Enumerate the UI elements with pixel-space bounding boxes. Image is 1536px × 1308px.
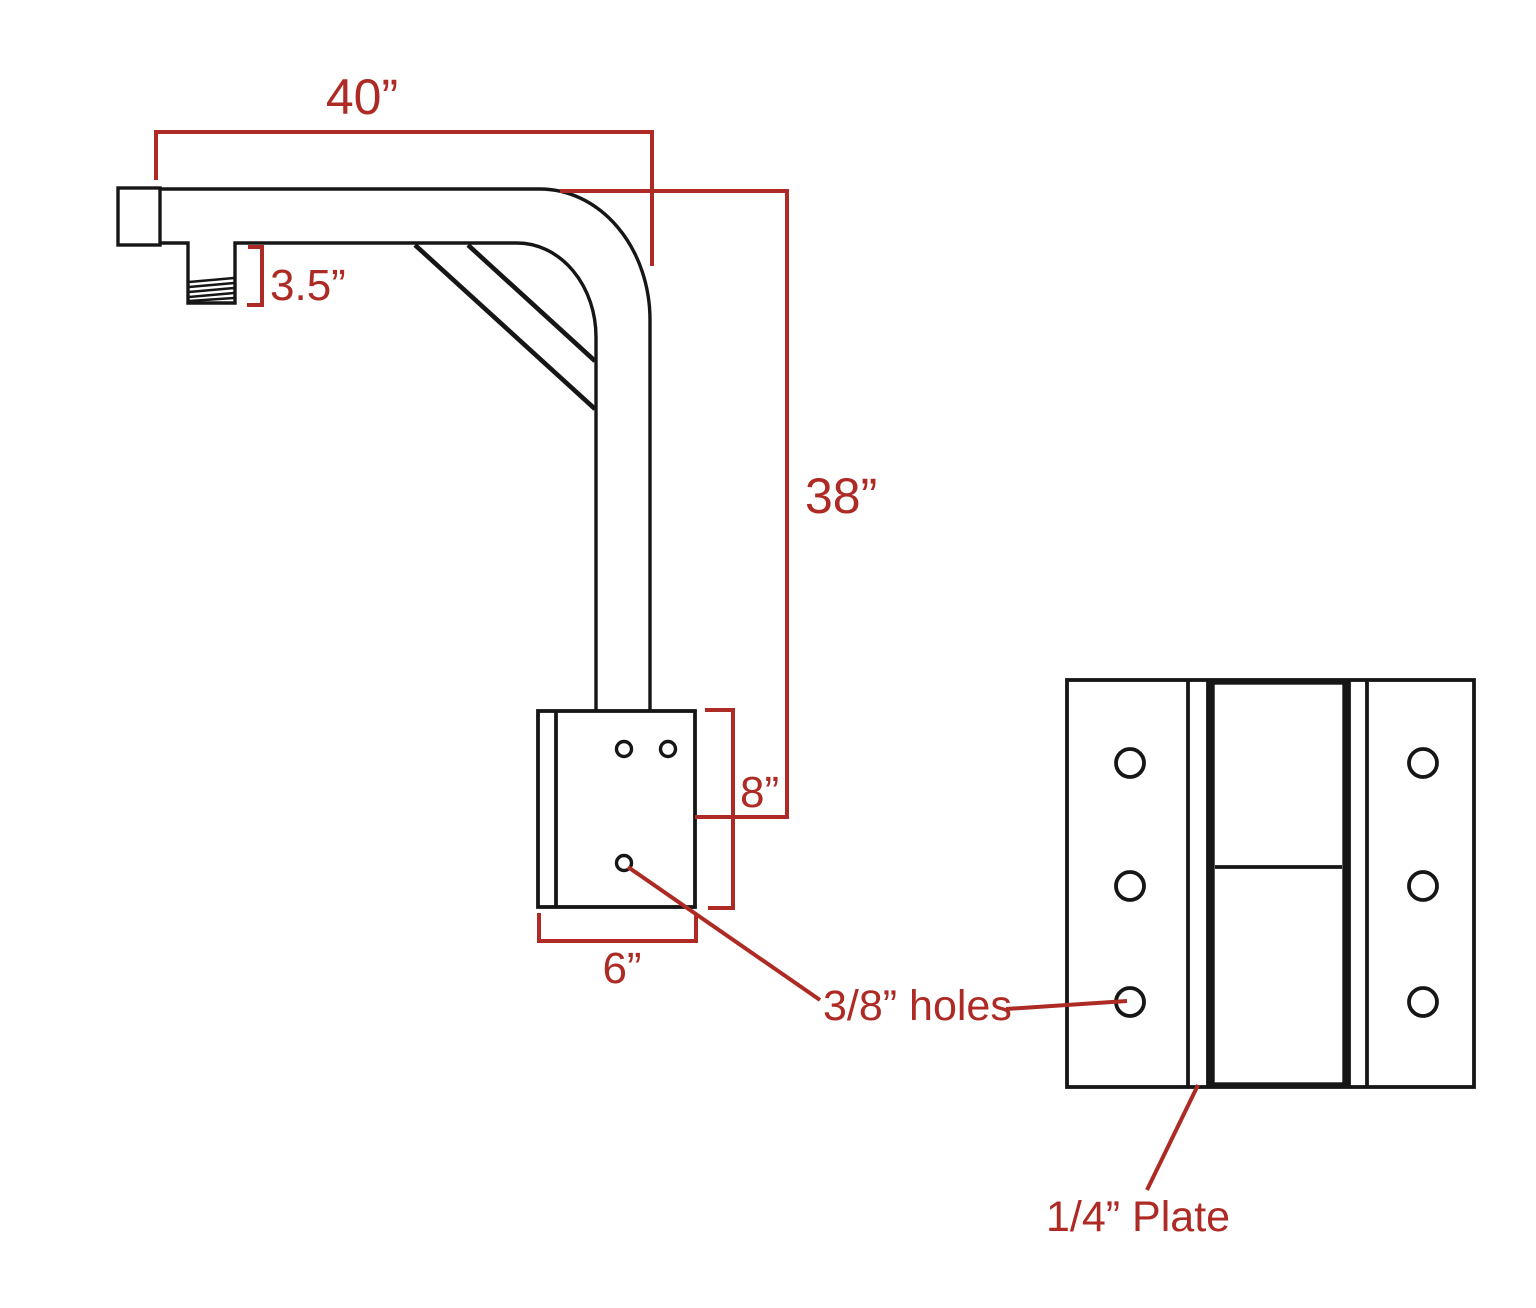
bolt-hole — [1407, 747, 1439, 779]
dimensions: 40” 38” 3.5” 8” 6” — [154, 69, 877, 993]
bolt-hole — [1114, 870, 1146, 902]
thread-line — [188, 276, 235, 284]
annotations: 3/8” holes 1/4” Plate — [626, 865, 1230, 1241]
dim-line-drop-length — [560, 189, 789, 819]
tube-front-view — [1209, 679, 1348, 1088]
arm-end-block — [116, 186, 162, 247]
arm-outer-contour — [160, 187, 652, 711]
thread-line — [188, 291, 235, 299]
dim-line-arm-length — [154, 130, 654, 266]
bolt-hole — [1407, 870, 1439, 902]
dim-label-plate-height: 8” — [740, 768, 779, 817]
brace-bar-lower-edge — [413, 243, 597, 411]
arm-inner-contour — [160, 241, 598, 711]
thread-line — [188, 296, 235, 303]
mount-plate-side-view — [536, 709, 697, 909]
bolt-hole — [658, 739, 678, 759]
dim-label-stub-length: 3.5” — [270, 261, 346, 310]
brace-bar-upper-edge — [466, 243, 597, 363]
note-holes: 3/8” holes — [823, 982, 1012, 1030]
bolt-hole — [614, 853, 634, 873]
side-view-arm — [116, 186, 697, 909]
leader-line-holes-right — [1005, 999, 1128, 1011]
dim-label-drop-length: 38” — [805, 468, 877, 524]
leader-line-plate — [1145, 1084, 1200, 1191]
threaded-stub — [188, 276, 235, 303]
leader-line-holes-left — [626, 865, 822, 1002]
note-plate: 1/4” Plate — [1046, 1193, 1230, 1241]
plate-outer-rect — [1065, 678, 1476, 1089]
dim-line-plate-height — [705, 708, 735, 910]
dim-label-arm-length: 40” — [326, 69, 398, 125]
bolt-hole — [1407, 986, 1439, 1018]
bolt-hole — [614, 739, 634, 759]
dim-line-stub-length — [247, 245, 264, 307]
dim-line-plate-width — [537, 913, 698, 943]
front-view-plate — [1065, 678, 1476, 1089]
thread-line — [188, 286, 235, 294]
bolt-hole — [1114, 747, 1146, 779]
thread-line — [188, 281, 235, 289]
dim-label-plate-width: 6” — [602, 944, 641, 993]
